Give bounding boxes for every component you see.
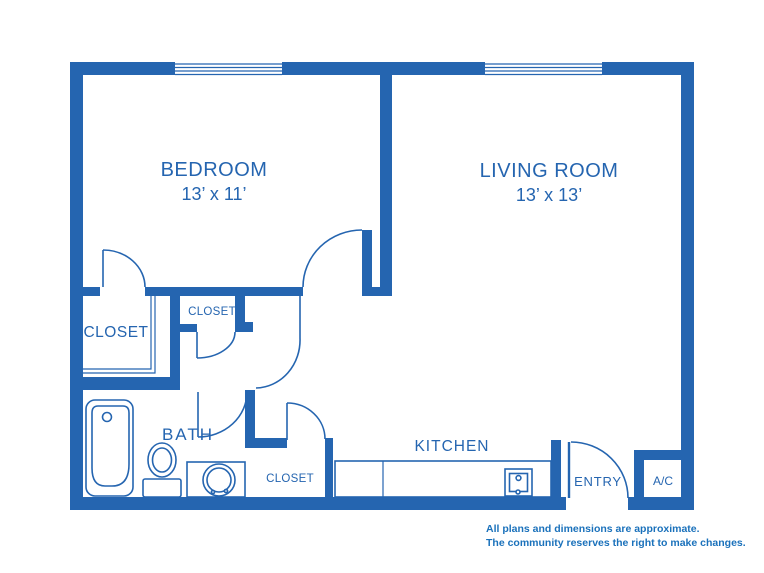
door-hall-closet-icon (196, 331, 236, 359)
wall-hall-closet-stub-left (180, 324, 197, 332)
ac-label: A/C (653, 474, 673, 488)
wall-bottom-segment-2 (628, 497, 694, 510)
living-room-dimensions: 13’ x 13’ (516, 185, 582, 205)
wall-hall-closet-right (235, 288, 245, 332)
entry-label: ENTRY (574, 474, 622, 489)
wall-bath-east (245, 390, 255, 448)
wall-top-segment-1 (70, 62, 175, 75)
wall-top-segment-2 (282, 62, 485, 75)
bedroom-label: BEDROOM (161, 159, 268, 181)
wall-closet-bath-divider (70, 377, 180, 390)
walls (70, 62, 694, 510)
entry-closet-label: CLOSET (266, 473, 314, 485)
bathtub-icon (85, 399, 134, 497)
bath-label: BATH (162, 425, 214, 444)
door-entry-closet-icon (286, 402, 326, 440)
closet-shelf-lines-icon (83, 296, 156, 374)
stove-icon (504, 468, 533, 497)
wall-entry-closet-top (245, 438, 287, 448)
sink-icon (186, 461, 246, 498)
bedroom-closet-label: CLOSET (83, 324, 148, 341)
wall-bedroom-south-b (145, 287, 303, 296)
wall-entry-closet-right (325, 438, 333, 497)
wall-top-segment-3 (602, 62, 694, 75)
window-bedroom-icon (175, 63, 282, 76)
door-bedroom-left-icon (102, 249, 146, 288)
wall-ac-left (634, 450, 644, 497)
toilet-icon (142, 442, 182, 498)
wall-right (681, 62, 694, 510)
wall-left (70, 62, 83, 510)
wall-bedroom-south-a (83, 287, 100, 296)
disclaimer-line-2: The community reserves the right to make… (486, 537, 746, 549)
wall-bedroom-south-c (362, 287, 392, 296)
wall-hall-closet-stub-right (235, 322, 253, 332)
wall-ac-top (634, 450, 681, 460)
wall-closet-hall-long (170, 288, 180, 390)
door-entry-icon (567, 441, 629, 499)
wall-bedroom-living-divider (380, 75, 392, 295)
wall-kitchen-entry (551, 440, 561, 497)
disclaimer-line-1: All plans and dimensions are approximate… (486, 523, 700, 535)
door-hall-icon (255, 295, 301, 389)
wall-bottom-segment-1 (70, 497, 566, 510)
window-living-room-icon (485, 63, 602, 76)
living-room-label: LIVING ROOM (480, 160, 619, 182)
bedroom-dimensions: 13’ x 11’ (181, 184, 246, 204)
kitchen-label: KITCHEN (414, 438, 489, 455)
door-bath-icon (197, 391, 248, 438)
hall-closet-label: CLOSET (188, 306, 236, 318)
door-bedroom-right-icon (302, 229, 372, 288)
